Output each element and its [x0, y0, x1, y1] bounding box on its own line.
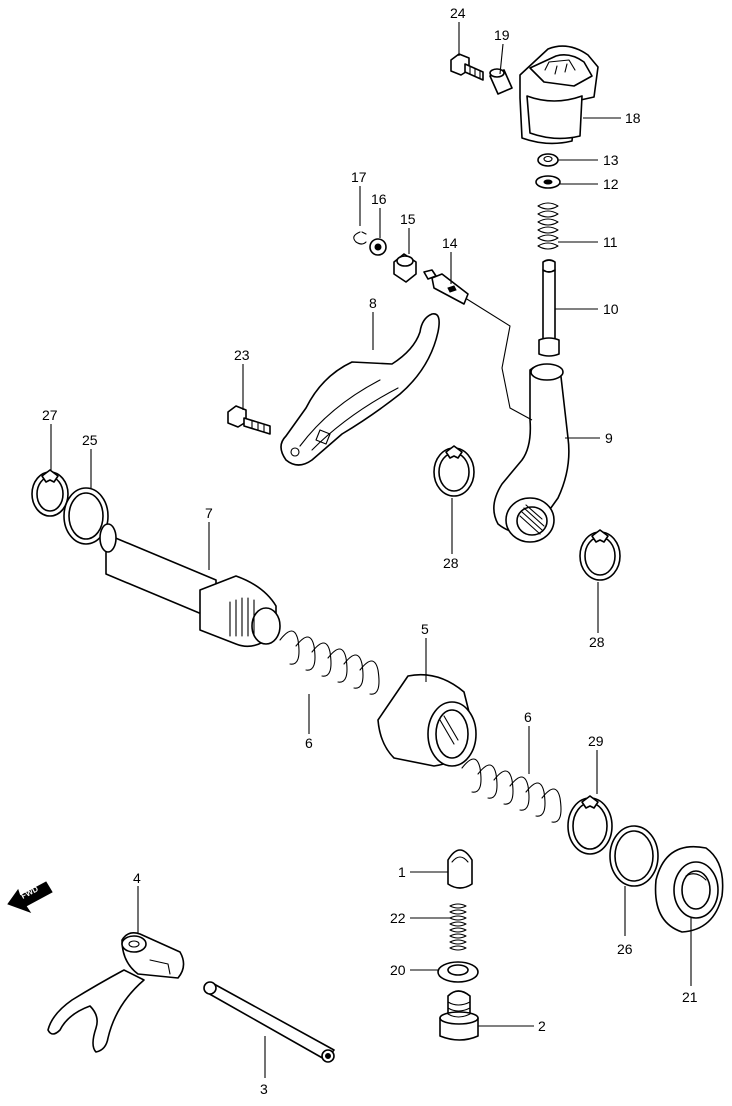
- callout-25: 25: [82, 432, 98, 448]
- callout-22: 22: [390, 910, 406, 926]
- part-18-shift-knob: [519, 45, 599, 145]
- part-9-shift-lever: [493, 363, 570, 543]
- part-22-spring: [449, 903, 467, 951]
- part-5-sleeve: [377, 673, 477, 767]
- part-26-ring: [609, 825, 659, 887]
- part-11-spring: [537, 202, 559, 250]
- part-3-shift-shaft: [203, 981, 335, 1063]
- part-10-shaft: [538, 259, 560, 357]
- part-21-oil-seal: [654, 846, 724, 933]
- part-6-spring-upper: [279, 630, 380, 695]
- leader-lines: [50, 22, 692, 1078]
- part-17-clip: [353, 231, 367, 245]
- callout-27: 27: [42, 407, 58, 423]
- callout-7: 7: [205, 505, 213, 521]
- callout-3: 3: [260, 1081, 268, 1097]
- part-6-spring-lower: [461, 758, 562, 823]
- callout-29: 29: [588, 733, 604, 749]
- part-19-collar: [489, 68, 513, 95]
- callout-6-upper: 6: [305, 735, 313, 751]
- callout-28-upper: 28: [443, 555, 459, 571]
- part-4-shift-fork: [47, 932, 185, 1053]
- callout-2: 2: [538, 1018, 546, 1034]
- callout-4: 4: [133, 870, 141, 886]
- part-23-bolt: [227, 405, 271, 435]
- callout-11: 11: [603, 234, 618, 250]
- callout-6-lower: 6: [524, 709, 532, 725]
- callout-1: 1: [398, 864, 406, 880]
- callout-28-lower: 28: [589, 634, 605, 650]
- callout-labels: 24 19 18 13 12 11 10 9 17 16 15 14 8 23 …: [42, 5, 698, 1097]
- callout-15: 15: [400, 211, 416, 227]
- part-24-bolt: [450, 53, 484, 81]
- callout-12: 12: [603, 176, 619, 192]
- part-28-circlip-lower: [579, 529, 621, 581]
- callout-8: 8: [369, 295, 377, 311]
- part-13-nut: [537, 153, 559, 167]
- callout-17: 17: [351, 169, 367, 185]
- callout-20: 20: [390, 962, 406, 978]
- callout-26: 26: [617, 941, 633, 957]
- part-20-washer: [437, 961, 479, 983]
- part-27-circlip: [31, 469, 69, 517]
- callout-21: 21: [682, 989, 698, 1005]
- part-7-shift-shaft: [99, 523, 281, 648]
- part-15-bushing: [393, 253, 417, 283]
- callout-18: 18: [625, 110, 641, 126]
- callout-14: 14: [442, 235, 458, 251]
- callout-23: 23: [234, 347, 250, 363]
- callout-13: 13: [603, 152, 619, 168]
- callout-16: 16: [371, 191, 387, 207]
- callout-10: 10: [603, 301, 619, 317]
- part-1-plunger: [447, 849, 473, 889]
- part-29-circlip: [567, 795, 613, 855]
- part-2-plug-bolt: [439, 990, 479, 1041]
- part-12-washer: [535, 175, 561, 189]
- part-16-washer: [369, 238, 387, 256]
- callout-19: 19: [494, 27, 510, 43]
- forward-arrow-icon: FWD: [7, 881, 53, 913]
- part-25-ring: [63, 487, 109, 545]
- callout-9: 9: [605, 430, 613, 446]
- callout-5: 5: [421, 621, 429, 637]
- callout-24: 24: [450, 5, 466, 21]
- part-14-pin: [423, 269, 469, 305]
- part-8-shift-arm: [280, 313, 440, 466]
- part-28-circlip-upper: [433, 445, 475, 497]
